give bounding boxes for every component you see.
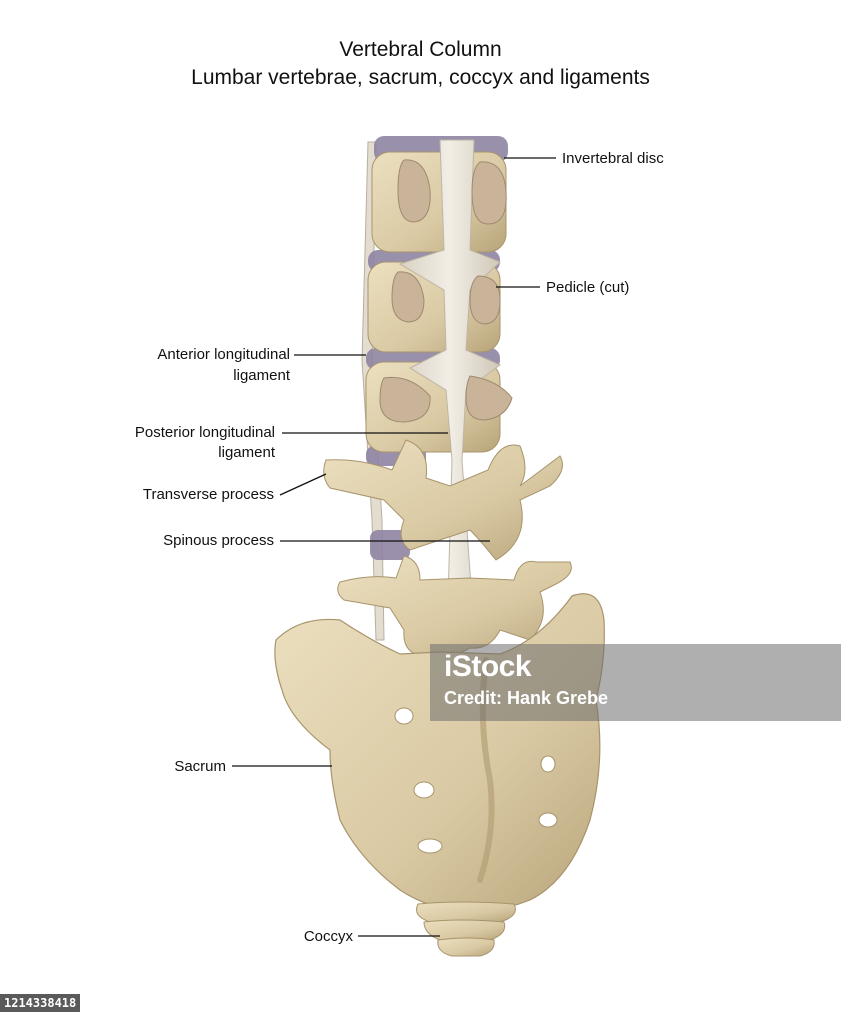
watermark-brand: iStock [444, 650, 532, 683]
label-coccyx: Coccyx [303, 928, 353, 945]
label-pedicle: Pedicle (cut) [546, 279, 630, 296]
sacral-foramina [394, 707, 558, 854]
watermark-banner: iStock Credit: Hank Grebe [430, 644, 841, 721]
label-intervertebral-disc: Invertebral disc [562, 150, 664, 167]
label-anterior-ligament-line2: ligament [233, 367, 290, 384]
stock-id-badge: 1214338418 [0, 994, 81, 1012]
leader-transverse-process [279, 473, 327, 496]
label-anterior-ligament-line1: Anterior longitudinal [157, 346, 290, 363]
watermark-credit: Credit: Hank Grebe [444, 688, 609, 708]
diagram-title: Vertebral Column [339, 38, 502, 61]
pedicle-cuts [379, 159, 513, 423]
label-posterior-ligament-line2: ligament [218, 444, 275, 461]
leader-lines [232, 157, 556, 937]
label-sacrum: Sacrum [174, 758, 226, 775]
lumbar-vertebra-l4 [323, 439, 563, 561]
lumbar-vertebra-l5 [337, 555, 572, 658]
label-posterior-ligament-line1: Posterior longitudinal [134, 424, 275, 441]
coccyx-shape [416, 901, 516, 957]
label-transverse-process: Transverse process [142, 486, 274, 503]
diagram-subtitle: Lumbar vertebrae, sacrum, coccyx and lig… [191, 66, 650, 89]
label-spinous-process: Spinous process [163, 532, 274, 549]
